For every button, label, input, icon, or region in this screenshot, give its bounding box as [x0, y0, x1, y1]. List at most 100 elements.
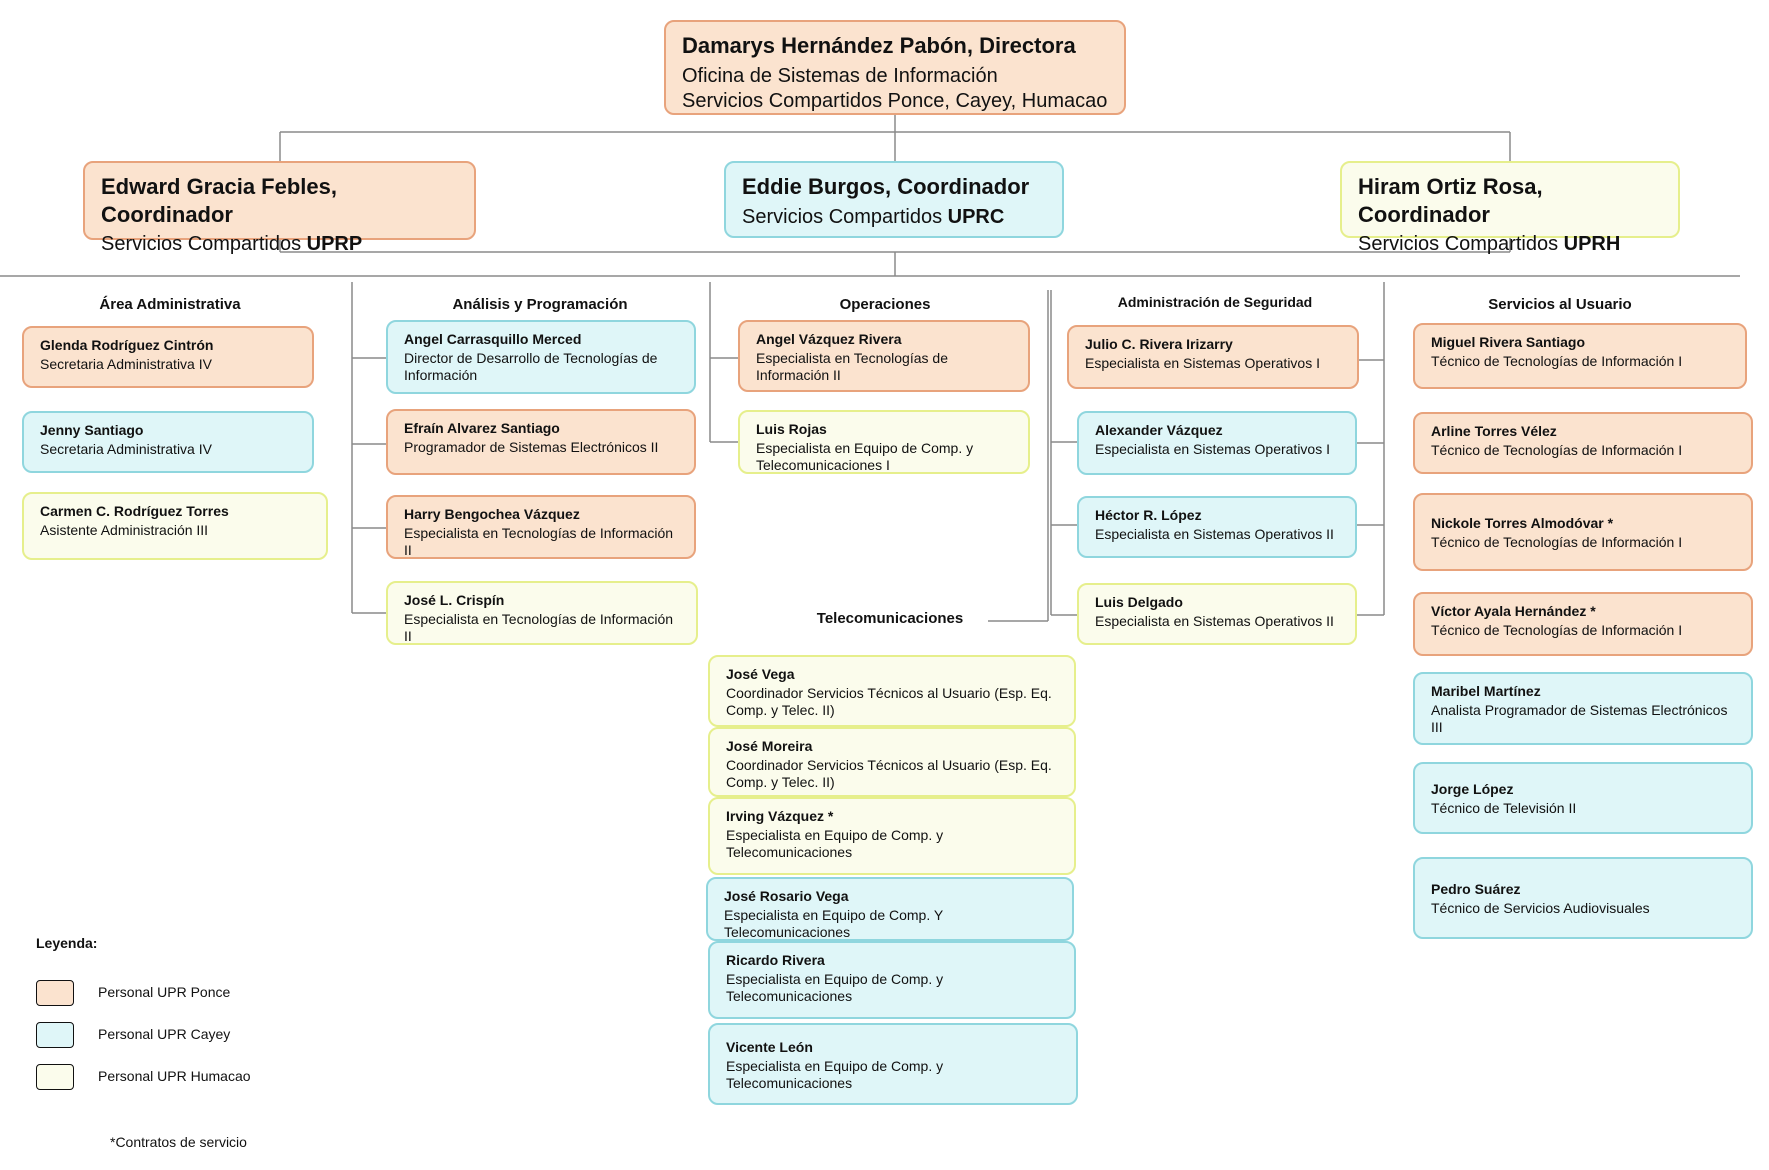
- person-box: Efraín Alvarez Santiago Programador de S…: [386, 409, 696, 475]
- person-box: Luis Rojas Especialista en Equipo de Com…: [738, 410, 1030, 474]
- person-title: Especialista en Equipo de Comp. Y Teleco…: [724, 906, 943, 941]
- person-name: José Vega: [726, 666, 795, 682]
- person-name: Julio C. Rivera Irizarry: [1085, 336, 1233, 352]
- person-box: José L. Crispín Especialista en Tecnolog…: [386, 581, 698, 645]
- person-name: Harry Bengochea Vázquez: [404, 506, 580, 522]
- section-header-operaciones: Operaciones: [839, 296, 931, 313]
- coordinator-unit: Servicios Compartidos UPRC: [742, 205, 1005, 228]
- person-name: Ricardo Rivera: [726, 952, 825, 968]
- director-scope: Servicios Compartidos Ponce, Cayey, Huma…: [682, 89, 1108, 112]
- director-office: Oficina de Sistemas de Información: [682, 64, 998, 87]
- person-title: Especialista en Equipo de Comp. y Teleco…: [726, 826, 944, 861]
- section-header-usuario: Servicios al Usuario: [1488, 296, 1632, 313]
- person-name: Luis Delgado: [1095, 594, 1183, 610]
- person-box: Irving Vázquez * Especialista en Equipo …: [708, 797, 1076, 875]
- person-title: Director de Desarrollo de Tecnologías de…: [404, 349, 658, 384]
- person-box: Héctor R. López Especialista en Sistemas…: [1077, 496, 1357, 558]
- person-name: Jorge López: [1431, 781, 1514, 797]
- person-name: Angel Carrasquillo Merced: [404, 331, 582, 347]
- person-box: José Vega Coordinador Servicios Técnicos…: [708, 655, 1076, 727]
- coordinator-name: Hiram Ortiz Rosa, Coordinador: [1358, 174, 1543, 227]
- person-box: Nickole Torres Almodóvar * Técnico de Te…: [1413, 493, 1753, 571]
- person-name: Angel Vázquez Rivera: [756, 331, 902, 347]
- person-box: Jenny Santiago Secretaria Administrativa…: [22, 411, 314, 473]
- person-box: Glenda Rodríguez Cintrón Secretaria Admi…: [22, 326, 314, 388]
- person-title: Especialista en Tecnologías de Informaci…: [756, 349, 948, 384]
- person-box: Vicente León Especialista en Equipo de C…: [708, 1023, 1078, 1105]
- person-title: Coordinador Servicios Técnicos al Usuari…: [726, 756, 1052, 791]
- person-title: Especialista en Sistemas Operativos II: [1095, 612, 1334, 629]
- coordinator-box-uprp: Edward Gracia Febles, Coordinador Servic…: [83, 161, 476, 255]
- person-name: Carmen C. Rodríguez Torres: [40, 503, 229, 519]
- section-header-seguridad: Administración de Seguridad: [1117, 294, 1313, 310]
- person-title: Técnico de Tecnologías de Información I: [1431, 533, 1683, 550]
- coordinator-box-uprc: Eddie Burgos, Coordinador Servicios Comp…: [724, 161, 1064, 238]
- person-name: José Moreira: [726, 738, 813, 754]
- person-box: Jorge López Técnico de Televisión II: [1413, 762, 1753, 834]
- person-name: José L. Crispín: [404, 592, 505, 608]
- person-title: Técnico de Tecnologías de Información I: [1431, 441, 1683, 458]
- person-title: Técnico de Tecnologías de Información I: [1431, 352, 1683, 369]
- person-title: Técnico de Tecnologías de Información I: [1431, 621, 1683, 638]
- person-box: José Rosario Vega Especialista en Equipo…: [706, 877, 1074, 941]
- person-title: Especialista en Equipo de Comp. y Teleco…: [726, 970, 944, 1005]
- person-name: Vicente León: [726, 1039, 813, 1055]
- person-box: Angel Vázquez Rivera Especialista en Tec…: [738, 320, 1030, 392]
- person-title: Analista Programador de Sistemas Electró…: [1431, 701, 1728, 736]
- section-header-admin: Área Administrativa: [99, 296, 241, 313]
- person-box: Julio C. Rivera Irizarry Especialista en…: [1067, 325, 1359, 389]
- person-box: Maribel Martínez Analista Programador de…: [1413, 672, 1753, 745]
- person-name: Efraín Alvarez Santiago: [404, 420, 560, 436]
- person-title: Coordinador Servicios Técnicos al Usuari…: [726, 684, 1052, 719]
- person-title: Secretaria Administrativa IV: [40, 355, 212, 372]
- coordinator-box-uprh: Hiram Ortiz Rosa, Coordinador Servicios …: [1340, 161, 1680, 255]
- person-title: Programador de Sistemas Electrónicos II: [404, 438, 659, 455]
- person-name: Nickole Torres Almodóvar *: [1431, 515, 1614, 531]
- person-name: Luis Rojas: [756, 421, 827, 437]
- person-box: Arline Torres Vélez Técnico de Tecnologí…: [1413, 412, 1753, 474]
- person-name: Héctor R. López: [1095, 507, 1202, 523]
- person-name: Glenda Rodríguez Cintrón: [40, 337, 214, 353]
- person-name: Maribel Martínez: [1431, 683, 1541, 699]
- person-title: Secretaria Administrativa IV: [40, 440, 212, 457]
- person-title: Especialista en Tecnologías de Informaci…: [404, 524, 674, 559]
- person-box: Ricardo Rivera Especialista en Equipo de…: [708, 941, 1076, 1019]
- legend-label-ponce: Personal UPR Ponce: [98, 984, 231, 1000]
- coordinator-unit: Servicios Compartidos UPRH: [1358, 233, 1621, 255]
- section-header-telecom: Telecomunicaciones: [816, 610, 964, 627]
- person-box: Alexander Vázquez Especialista en Sistem…: [1077, 411, 1357, 475]
- person-name: José Rosario Vega: [724, 888, 849, 904]
- person-title: Técnico de Servicios Audiovisuales: [1431, 899, 1650, 916]
- legend-note: *Contratos de servicio: [110, 1134, 247, 1150]
- person-name: Miguel Rivera Santiago: [1431, 334, 1586, 350]
- coordinator-name: Eddie Burgos, Coordinador: [742, 174, 1030, 199]
- person-title: Especialista en Sistemas Operativos I: [1085, 354, 1320, 371]
- person-box: Angel Carrasquillo Merced Director de De…: [386, 320, 696, 394]
- person-title: Especialista en Equipo de Comp. y Teleco…: [756, 439, 974, 474]
- coordinator-unit: Servicios Compartidos UPRP: [101, 233, 363, 255]
- person-name: Pedro Suárez: [1431, 881, 1521, 897]
- person-box: Miguel Rivera Santiago Técnico de Tecnol…: [1413, 323, 1747, 389]
- legend-swatch-ponce: [36, 980, 74, 1006]
- person-name: Víctor Ayala Hernández *: [1431, 603, 1596, 619]
- section-header-analisis: Análisis y Programación: [452, 296, 628, 313]
- person-box: Carmen C. Rodríguez Torres Asistente Adm…: [22, 492, 328, 560]
- person-box: José Moreira Coordinador Servicios Técni…: [708, 727, 1076, 797]
- person-title: Asistente Administración III: [40, 521, 209, 538]
- person-title: Especialista en Equipo de Comp. y Teleco…: [726, 1057, 944, 1092]
- person-title: Especialista en Sistemas Operativos I: [1095, 440, 1330, 457]
- person-name: Arline Torres Vélez: [1431, 423, 1557, 439]
- person-box: Harry Bengochea Vázquez Especialista en …: [386, 495, 696, 559]
- coordinator-name: Edward Gracia Febles, Coordinador: [101, 174, 337, 227]
- legend-swatch-cayey: [36, 1022, 74, 1048]
- legend-swatch-humacao: [36, 1064, 74, 1090]
- person-name: Alexander Vázquez: [1095, 422, 1223, 438]
- legend-label-cayey: Personal UPR Cayey: [98, 1026, 231, 1042]
- legend-title: Leyenda:: [36, 935, 98, 951]
- director-name: Damarys Hernández Pabón, Directora: [682, 33, 1076, 58]
- person-box: Pedro Suárez Técnico de Servicios Audiov…: [1413, 857, 1753, 939]
- person-title: Especialista en Tecnologías de Informaci…: [404, 610, 674, 645]
- director-box: Damarys Hernández Pabón, Directora Ofici…: [664, 20, 1126, 115]
